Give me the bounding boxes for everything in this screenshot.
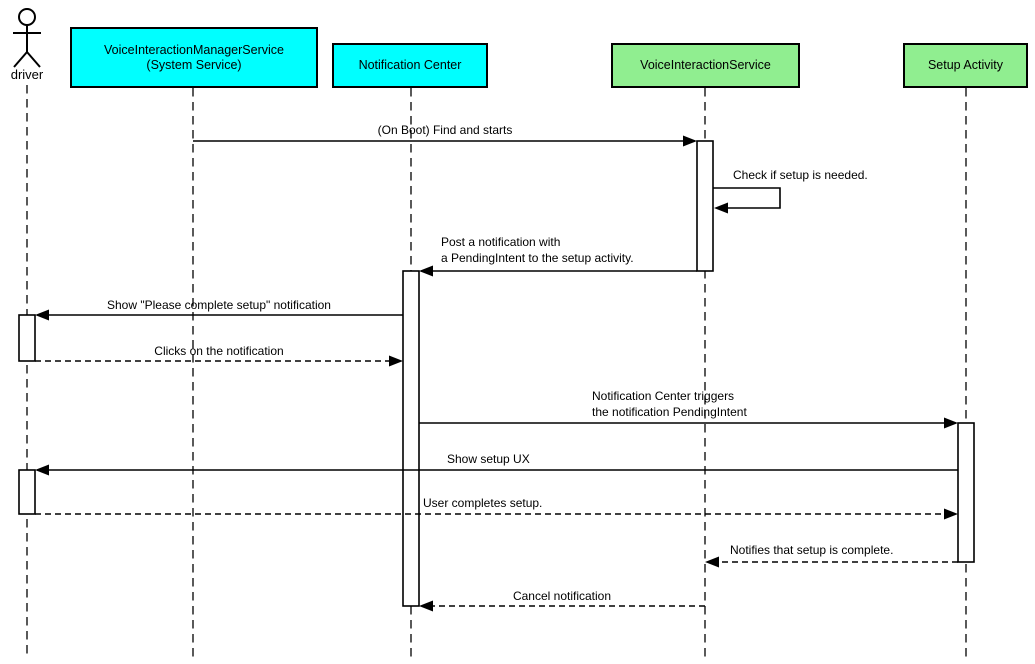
message-label-notifies-setup-complete: Notifies that setup is complete. [730, 543, 894, 557]
message-label-clicks-on-notification: Clicks on the notification [154, 344, 284, 358]
message-arrow-user-completes-setup [35, 508, 958, 520]
activation-voice-interaction-service [696, 140, 714, 272]
actor-driver-label: driver [10, 67, 44, 82]
message-arrow-clicks-on-notification [35, 355, 403, 367]
activation-driver-1 [18, 314, 36, 362]
message-label-show-setup-notification: Show "Please complete setup" notificatio… [107, 298, 331, 312]
message-arrow-post-notification [419, 265, 697, 277]
message-arrow-show-setup-notification [35, 309, 403, 321]
participant-label: VoiceInteractionManagerService (System S… [104, 42, 284, 72]
message-arrow-notifies-setup-complete [705, 556, 958, 568]
message-label-cancel-notification: Cancel notification [512, 589, 612, 603]
participant-voice-interaction-service: VoiceInteractionService [611, 43, 800, 88]
message-label-post-notification: Post a notification with a PendingIntent… [441, 235, 634, 265]
message-label-on-boot-find-and-starts: (On Boot) Find and starts [377, 123, 513, 137]
participant-label: VoiceInteractionService [640, 58, 771, 72]
actor-figure [13, 8, 41, 68]
participant-voice-interaction-manager-service: VoiceInteractionManagerService (System S… [70, 27, 318, 88]
participant-label: Notification Center [358, 58, 462, 72]
message-arrow-on-boot-find-and-starts [193, 135, 697, 147]
participant-label: Setup Activity [927, 58, 1004, 72]
activation-notification-center [402, 270, 420, 607]
message-label-check-if-setup-needed: Check if setup is needed. [733, 168, 868, 182]
message-label-show-setup-ux: Show setup UX [447, 452, 530, 466]
message-arrow-check-if-setup-needed [713, 187, 781, 214]
message-arrow-triggers-pendingintent [419, 417, 958, 429]
participant-notification-center: Notification Center [332, 43, 488, 88]
activation-setup-activity [957, 422, 975, 563]
message-label-triggers-pendingintent: Notification Center triggers the notific… [592, 389, 747, 419]
message-label-user-completes-setup: User completes setup. [423, 496, 543, 510]
message-arrow-show-setup-ux [35, 464, 958, 476]
message-arrow-cancel-notification [419, 600, 705, 612]
participant-setup-activity: Setup Activity [903, 43, 1028, 88]
activation-driver-2 [18, 469, 36, 515]
